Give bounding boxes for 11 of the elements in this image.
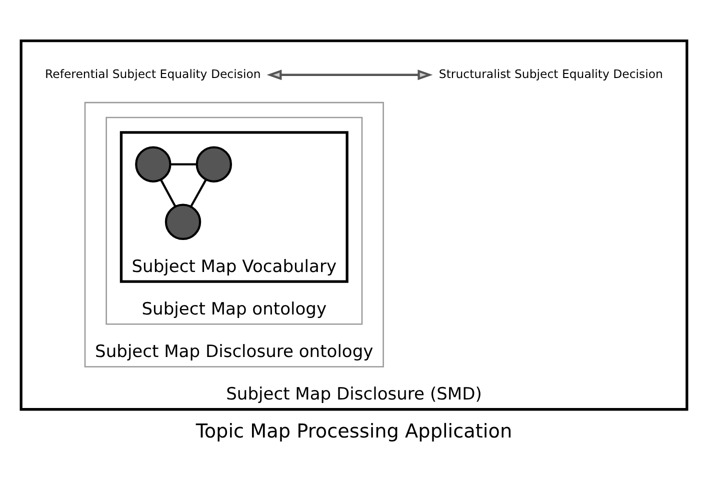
connector bbox=[160, 178, 176, 206]
node-circle bbox=[135, 146, 172, 182]
node-text: Referential Subject Equality Decision bbox=[45, 66, 261, 80]
node-circle bbox=[196, 146, 232, 182]
connector bbox=[190, 178, 207, 206]
diagram-title: Topic Map Processing Application bbox=[196, 419, 512, 442]
node-text: Structuralist Subject Equality Decision bbox=[438, 66, 663, 80]
arrow bbox=[266, 69, 433, 80]
connector bbox=[170, 162, 197, 165]
cluster: Subject Map Vocabulary bbox=[120, 130, 348, 282]
node-circle bbox=[164, 203, 202, 240]
